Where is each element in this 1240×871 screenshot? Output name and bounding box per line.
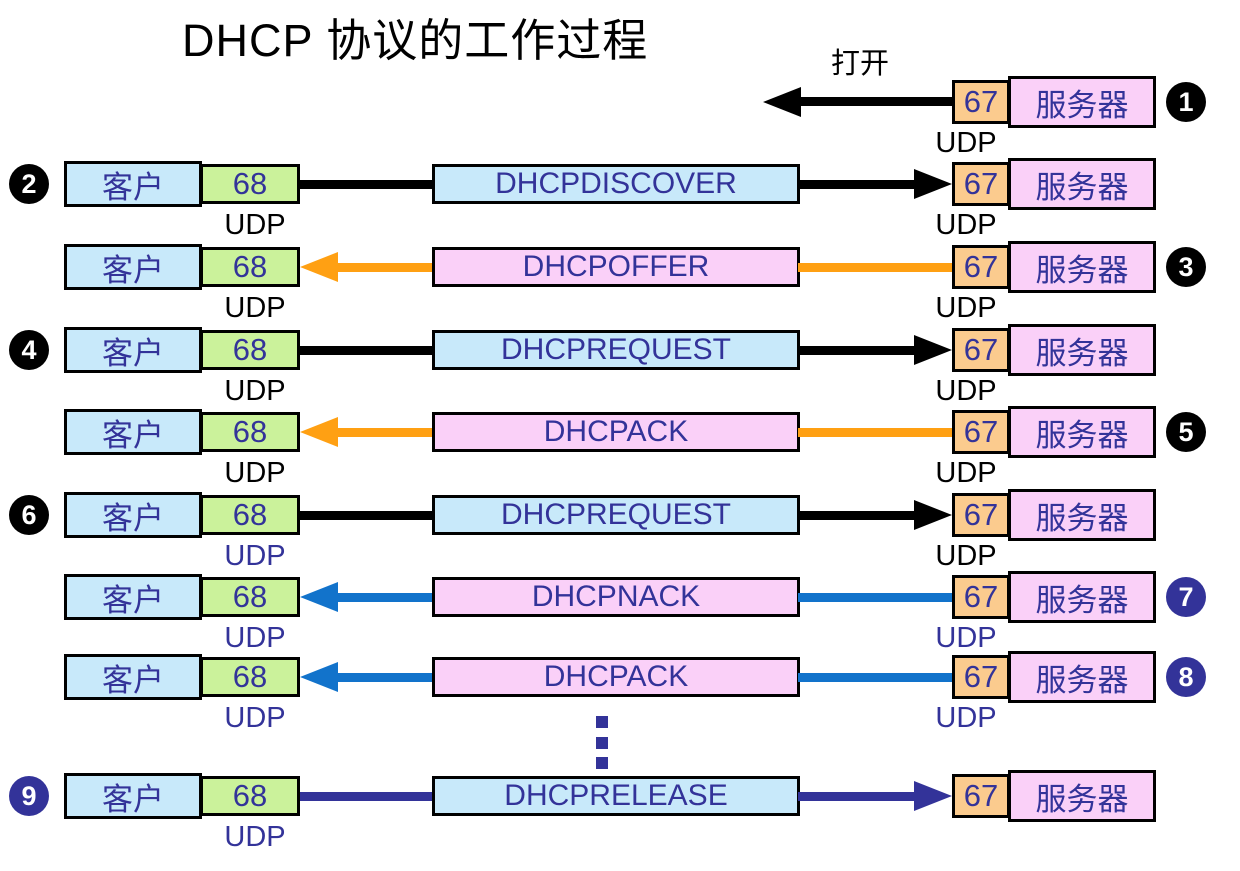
server-port-box: 67 xyxy=(952,774,1010,818)
arrow-head-left-icon xyxy=(763,87,801,117)
arrow-line xyxy=(798,346,918,355)
client-port-box: 68 xyxy=(200,577,300,617)
udp-label: UDP xyxy=(224,292,286,324)
arrow-head-left-icon xyxy=(300,252,338,282)
arrow-head-right-icon xyxy=(914,169,952,199)
message-box: DHCPREQUEST xyxy=(432,330,800,370)
arrow-line xyxy=(798,180,918,189)
server-port-box: 67 xyxy=(952,575,1010,619)
message-box: DHCPACK xyxy=(432,412,800,452)
udp-label: UDP xyxy=(935,540,997,572)
client-box: 客户 xyxy=(64,161,202,207)
udp-label: UDP xyxy=(224,375,286,407)
client-port-box: 68 xyxy=(200,412,300,452)
server-port-box: 67 xyxy=(952,493,1010,537)
client-port-box: 68 xyxy=(200,776,300,816)
step-badge: 6 xyxy=(9,495,49,535)
server-port-box: 67 xyxy=(952,162,1010,206)
udp-label: UDP xyxy=(224,540,286,572)
arrow-line xyxy=(336,428,432,437)
arrow-line xyxy=(799,97,952,106)
server-box: 服务器 xyxy=(1008,770,1156,822)
step-badge: 9 xyxy=(9,776,49,816)
step-badge: 1 xyxy=(1166,82,1206,122)
client-box: 客户 xyxy=(64,327,202,373)
udp-label: UDP xyxy=(224,209,286,241)
step-badge: 7 xyxy=(1166,577,1206,617)
step-badge: 5 xyxy=(1166,412,1206,452)
udp-label: UDP xyxy=(935,209,997,241)
open-label: 打开 xyxy=(830,48,889,80)
arrow-line xyxy=(798,428,952,437)
step-badge: 2 xyxy=(9,164,49,204)
arrow-line xyxy=(298,180,432,189)
server-box: 服务器 xyxy=(1008,406,1156,458)
step-badge: 8 xyxy=(1166,657,1206,697)
step-badge: 4 xyxy=(9,330,49,370)
udp-label: UDP xyxy=(224,622,286,654)
arrow-line xyxy=(798,511,918,520)
server-port-box: 67 xyxy=(952,655,1010,699)
client-port-box: 68 xyxy=(200,247,300,287)
arrow-head-left-icon xyxy=(300,662,338,692)
client-box: 客户 xyxy=(64,492,202,538)
arrow-line xyxy=(298,511,432,520)
client-box: 客户 xyxy=(64,654,202,700)
client-box: 客户 xyxy=(64,244,202,290)
server-box: 服务器 xyxy=(1008,571,1156,623)
arrow-line xyxy=(336,263,432,272)
client-port-box: 68 xyxy=(200,330,300,370)
arrow-line xyxy=(798,792,918,801)
arrow-head-left-icon xyxy=(300,417,338,447)
server-port-box: 67 xyxy=(952,80,1010,124)
udp-label: UDP xyxy=(224,702,286,734)
message-box: DHCPACK xyxy=(432,657,800,697)
arrow-line xyxy=(798,593,952,602)
step-badge: 3 xyxy=(1166,247,1206,287)
diagram-title: DHCP 协议的工作过程 xyxy=(182,15,649,66)
server-box: 服务器 xyxy=(1008,76,1156,128)
client-port-box: 68 xyxy=(200,657,300,697)
arrow-line xyxy=(798,673,952,682)
client-box: 客户 xyxy=(64,409,202,455)
arrow-head-right-icon xyxy=(914,500,952,530)
message-box: DHCPOFFER xyxy=(432,247,800,287)
server-box: 服务器 xyxy=(1008,324,1156,376)
ellipsis-dot xyxy=(596,757,608,769)
server-port-box: 67 xyxy=(952,328,1010,372)
ellipsis-dot xyxy=(596,716,608,728)
udp-label: UDP xyxy=(224,821,286,853)
udp-label: UDP xyxy=(935,622,997,654)
udp-label: UDP xyxy=(935,375,997,407)
arrow-head-left-icon xyxy=(300,582,338,612)
server-box: 服务器 xyxy=(1008,241,1156,293)
client-box: 客户 xyxy=(64,773,202,819)
message-box: DHCPREQUEST xyxy=(432,495,800,535)
client-port-box: 68 xyxy=(200,495,300,535)
server-port-box: 67 xyxy=(952,410,1010,454)
arrow-line xyxy=(798,263,952,272)
udp-label: UDP xyxy=(935,127,997,159)
server-port-box: 67 xyxy=(952,245,1010,289)
message-box: DHCPNACK xyxy=(432,577,800,617)
udp-label: UDP xyxy=(224,457,286,489)
udp-label: UDP xyxy=(935,292,997,324)
udp-label: UDP xyxy=(935,457,997,489)
message-box: DHCPRELEASE xyxy=(432,776,800,816)
arrow-head-right-icon xyxy=(914,335,952,365)
arrow-line xyxy=(336,593,432,602)
arrow-head-right-icon xyxy=(914,781,952,811)
arrow-line xyxy=(298,346,432,355)
arrow-line xyxy=(336,673,432,682)
arrow-line xyxy=(298,792,432,801)
ellipsis-dot xyxy=(596,737,608,749)
client-port-box: 68 xyxy=(200,164,300,204)
client-box: 客户 xyxy=(64,574,202,620)
server-box: 服务器 xyxy=(1008,489,1156,541)
message-box: DHCPDISCOVER xyxy=(432,164,800,204)
udp-label: UDP xyxy=(935,702,997,734)
server-box: 服务器 xyxy=(1008,651,1156,703)
server-box: 服务器 xyxy=(1008,158,1156,210)
